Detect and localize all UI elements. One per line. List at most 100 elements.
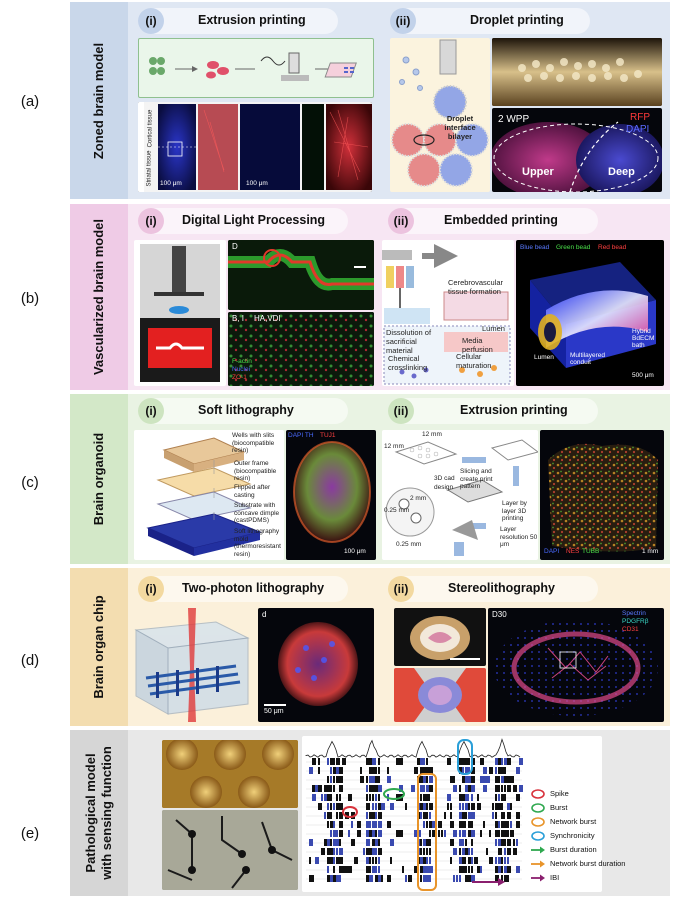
spike-mark bbox=[495, 785, 499, 792]
legend-label: IBI bbox=[550, 873, 560, 882]
spike-mark bbox=[405, 803, 407, 810]
spike-mark bbox=[375, 803, 377, 810]
item-title: Soft lithography bbox=[198, 403, 294, 417]
spike-mark bbox=[504, 848, 506, 855]
dim-025mm-b: 0.25 mm bbox=[396, 541, 422, 548]
spike-mark bbox=[363, 848, 365, 855]
spike-mark bbox=[465, 767, 469, 774]
spike-mark bbox=[348, 866, 352, 873]
spike-mark bbox=[498, 758, 502, 765]
spike-mark bbox=[447, 794, 451, 801]
spike-mark bbox=[438, 821, 442, 828]
f-actin-label: F-actin bbox=[232, 358, 252, 365]
spike-mark bbox=[333, 875, 337, 882]
spike-mark bbox=[465, 785, 469, 792]
spike-mark bbox=[426, 875, 430, 882]
spike-mark bbox=[429, 803, 433, 810]
havdi-label: HA,VDI bbox=[254, 314, 281, 323]
spike-mark bbox=[327, 758, 329, 765]
spike-mark bbox=[462, 857, 466, 864]
spike-mark bbox=[495, 821, 499, 828]
spike-mark bbox=[504, 758, 508, 765]
spike-mark bbox=[483, 776, 487, 783]
spike-mark bbox=[369, 794, 371, 801]
item-number: (ii) bbox=[390, 8, 416, 34]
mold-label: Soft lithography mold (thermoresistant r… bbox=[234, 528, 281, 558]
spike-mark bbox=[423, 875, 427, 882]
legend-label: Network burst duration bbox=[550, 859, 626, 868]
item-number: (i) bbox=[138, 8, 164, 34]
spike-mark bbox=[411, 785, 415, 792]
droplet-fluorescence: 2 WPP RFP DAPI Upper Deep bbox=[492, 108, 662, 192]
band-vascularized-brain-model: Vascularized brain model (i) Digital Lig… bbox=[70, 204, 670, 390]
item-title: Digital Light Processing bbox=[182, 213, 326, 227]
row-letter-c: (c) bbox=[21, 474, 39, 491]
spike-mark bbox=[390, 839, 394, 846]
side-title-b: Vascularized brain model bbox=[91, 218, 106, 376]
spike-mark bbox=[498, 776, 500, 783]
legend-arrow-icon bbox=[531, 874, 545, 882]
spike-mark bbox=[315, 785, 319, 792]
spike-mark bbox=[351, 821, 353, 828]
spike-mark bbox=[366, 758, 370, 765]
spike-mark bbox=[309, 839, 313, 846]
raster-plot bbox=[302, 736, 602, 892]
spike-mark bbox=[330, 803, 332, 810]
spike-mark bbox=[336, 812, 338, 819]
spike-mark bbox=[459, 866, 463, 873]
spike-mark bbox=[468, 821, 472, 828]
item-title: Two-photon lithography bbox=[182, 581, 325, 595]
spike-mark bbox=[399, 758, 403, 765]
cd31-label: CD31 bbox=[622, 626, 639, 633]
spike-mark bbox=[414, 830, 418, 837]
spike-mark bbox=[471, 803, 475, 810]
spike-mark bbox=[399, 830, 403, 837]
spike-highlight bbox=[342, 806, 358, 818]
synchronicity-highlight bbox=[457, 739, 473, 775]
spike-mark bbox=[501, 785, 503, 792]
spike-mark bbox=[369, 866, 371, 873]
spike-mark bbox=[426, 803, 428, 810]
spike-mark bbox=[471, 785, 475, 792]
spike-mark bbox=[423, 758, 425, 765]
spike-mark bbox=[471, 767, 475, 774]
spike-mark bbox=[459, 857, 463, 864]
spike-mark bbox=[501, 857, 503, 864]
spike-mark bbox=[468, 812, 472, 819]
spike-mark bbox=[366, 875, 370, 882]
spike-mark bbox=[408, 875, 412, 882]
extrusion-organoid-fluorescence: DAPI NES TUBB 1 mm bbox=[540, 430, 664, 560]
spike-mark bbox=[462, 821, 466, 828]
spike-mark bbox=[360, 776, 364, 783]
stereolithography-photo bbox=[394, 608, 486, 666]
spike-mark bbox=[420, 758, 424, 765]
spike-mark bbox=[486, 848, 488, 855]
spike-mark bbox=[378, 812, 382, 819]
spike-mark bbox=[426, 794, 430, 801]
spike-mark bbox=[387, 767, 389, 774]
spike-mark bbox=[339, 839, 341, 846]
spike-mark bbox=[417, 758, 421, 765]
spike-mark bbox=[339, 848, 343, 855]
spike-mark bbox=[507, 830, 509, 837]
spike-mark bbox=[507, 758, 511, 765]
dapi-label: DAPI bbox=[544, 548, 560, 555]
spike-mark bbox=[465, 776, 469, 783]
spike-mark bbox=[480, 776, 484, 783]
substrate-label: Substrate with concave dimple (castPDMS) bbox=[234, 502, 280, 524]
spike-mark bbox=[462, 794, 466, 801]
spike-mark bbox=[423, 803, 427, 810]
spike-mark bbox=[501, 866, 503, 873]
organoid-fluorescence: DAPI TH TUJ1 100 μm bbox=[286, 430, 376, 560]
spike-mark bbox=[336, 776, 340, 783]
spike-mark bbox=[459, 830, 461, 837]
legend-item: Network burst bbox=[530, 816, 660, 828]
soft-lithography-illustration: Wells with slits (biocompatible resin) O… bbox=[134, 430, 284, 560]
spike-mark bbox=[375, 848, 377, 855]
spike-mark bbox=[360, 767, 362, 774]
row-letter-a: (a) bbox=[20, 93, 40, 110]
spike-mark bbox=[462, 812, 466, 819]
side-title-e: Pathological model with sensing function bbox=[83, 746, 114, 880]
spike-mark bbox=[459, 839, 463, 846]
spike-mark bbox=[420, 857, 424, 864]
